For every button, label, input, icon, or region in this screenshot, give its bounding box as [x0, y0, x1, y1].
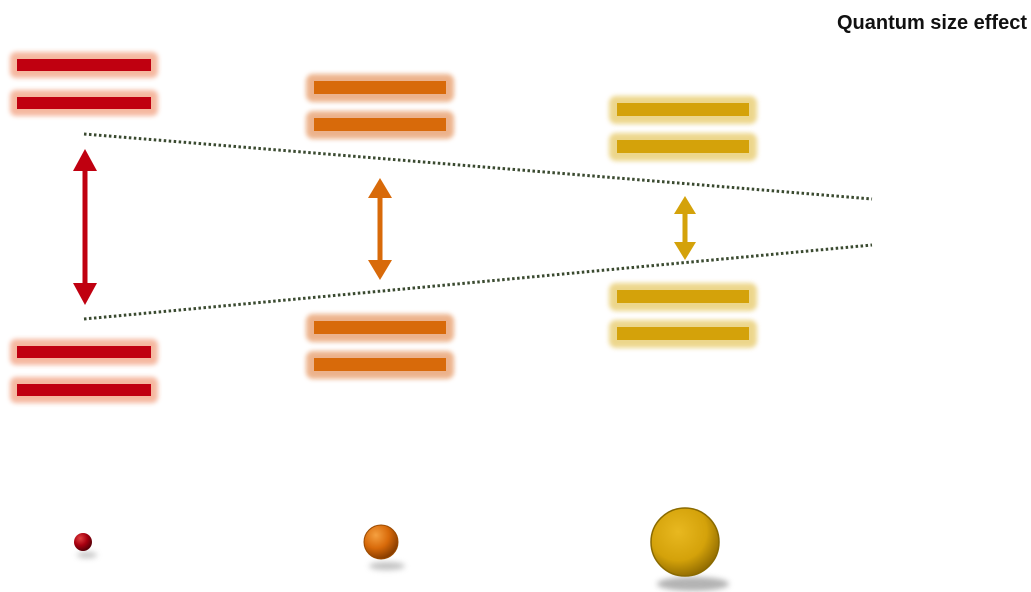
medium-particle-icon: [363, 524, 405, 570]
large-lower-level-1: [609, 283, 757, 311]
medium-gap-arrow: [368, 178, 392, 280]
small-upper-level-2: [10, 90, 158, 116]
upper-guide-line: [83, 132, 873, 201]
small-particle-levels: [10, 52, 158, 403]
diagram-title: Quantum size effect: [836, 12, 1027, 34]
large-upper-level-2: [609, 133, 757, 161]
medium-upper-level-1: [306, 74, 454, 102]
medium-particle-levels: [306, 74, 454, 379]
large-upper-level-1: [609, 96, 757, 124]
small-gap-arrow: [73, 149, 97, 305]
large-lower-level-2: [609, 320, 757, 348]
small-upper-level-1: [10, 52, 158, 78]
large-gap-arrow: [674, 196, 696, 260]
medium-upper-level-2: [306, 111, 454, 139]
small-particle-icon: [74, 533, 97, 558]
large-particle-icon: [650, 507, 729, 591]
small-lower-level-1: [10, 339, 158, 365]
medium-lower-level-1: [306, 314, 454, 342]
small-lower-level-2: [10, 377, 158, 403]
large-particle-levels: [609, 96, 757, 348]
medium-lower-level-2: [306, 351, 454, 379]
lower-guide-line: [83, 243, 873, 321]
